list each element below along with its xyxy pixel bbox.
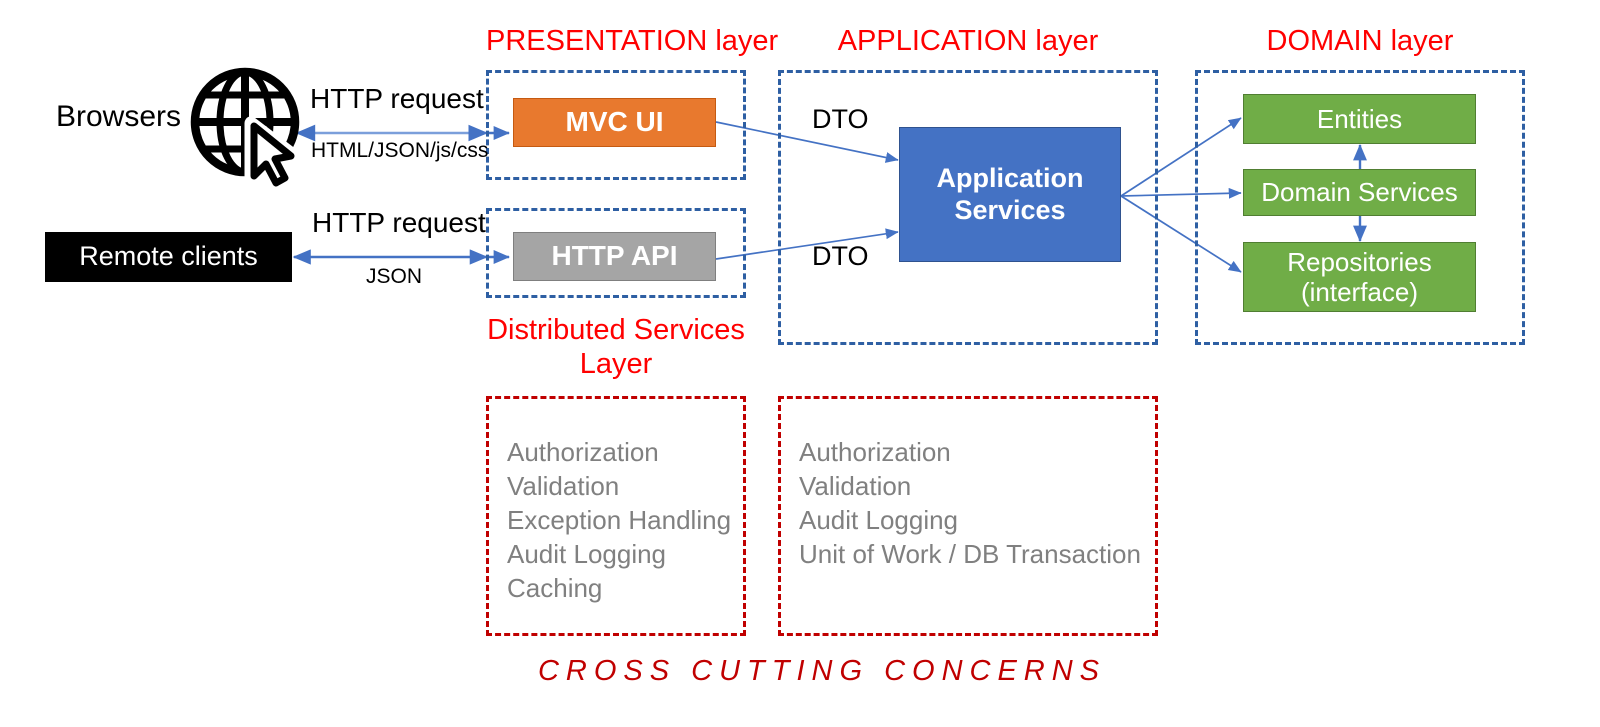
domain-services-box[interactable]: Domain Services [1243, 169, 1476, 216]
cross-cutting-concerns-caption: CROSS CUTTING CONCERNS [537, 655, 1107, 687]
concern-item: Validation [507, 471, 620, 502]
remote-response-label: JSON [366, 265, 423, 288]
remote-clients-box: Remote clients [45, 232, 292, 282]
application-layer-title: APPLICATION layer [837, 25, 1099, 57]
concern-item: Unit of Work / DB Transaction [799, 539, 1141, 570]
concern-item: Authorization [507, 437, 659, 467]
concern-item: Caching [507, 573, 603, 604]
concern-item: Exception Handling [507, 505, 732, 536]
remote-http-request-label: HTTP request [312, 207, 486, 238]
concern-item: Audit Logging [799, 505, 959, 536]
concern-item: Validation [799, 471, 912, 502]
presentation-cross-cutting-box: Authorization Validation Exception Handl… [486, 396, 746, 636]
browser-http-request-label: HTTP request [310, 83, 484, 114]
dto-bottom-label: DTO [812, 241, 869, 271]
domain-layer-title: DOMAIN layer [1266, 25, 1454, 57]
entities-box[interactable]: Entities [1243, 94, 1476, 144]
distributed-services-layer-title: Distributed Services Layer [487, 314, 745, 381]
repositories-box[interactable]: Repositories (interface) [1243, 242, 1476, 312]
presentation-concerns-list: Authorization Validation Exception Handl… [489, 399, 743, 605]
http-api-box[interactable]: HTTP API [513, 232, 716, 281]
application-concerns-list: Authorization Validation Audit Logging U… [781, 399, 1155, 571]
presentation-layer-mvc-container [486, 70, 746, 180]
application-services-line-1: Application [936, 163, 1084, 194]
mvc-ui-box[interactable]: MVC UI [513, 98, 716, 147]
concern-item: Authorization [799, 437, 951, 467]
application-services-box[interactable]: Application Services [899, 127, 1121, 262]
globe-cursor-icon [190, 67, 304, 195]
presentation-layer-api-container [486, 208, 746, 298]
domain-layer-container [1195, 70, 1525, 345]
application-cross-cutting-box: Authorization Validation Audit Logging U… [778, 396, 1158, 636]
repositories-line-2: (interface) [1300, 277, 1419, 307]
dto-top-label: DTO [812, 104, 869, 134]
application-services-line-2: Services [954, 194, 1066, 225]
repositories-line-1: Repositories [1287, 246, 1432, 277]
concern-item: Audit Logging [507, 539, 667, 570]
presentation-layer-title: PRESENTATION layer [486, 25, 779, 57]
browser-response-label: HTML/JSON/js/css [311, 139, 489, 162]
browsers-label: Browsers [56, 100, 182, 133]
application-layer-container [778, 70, 1158, 345]
